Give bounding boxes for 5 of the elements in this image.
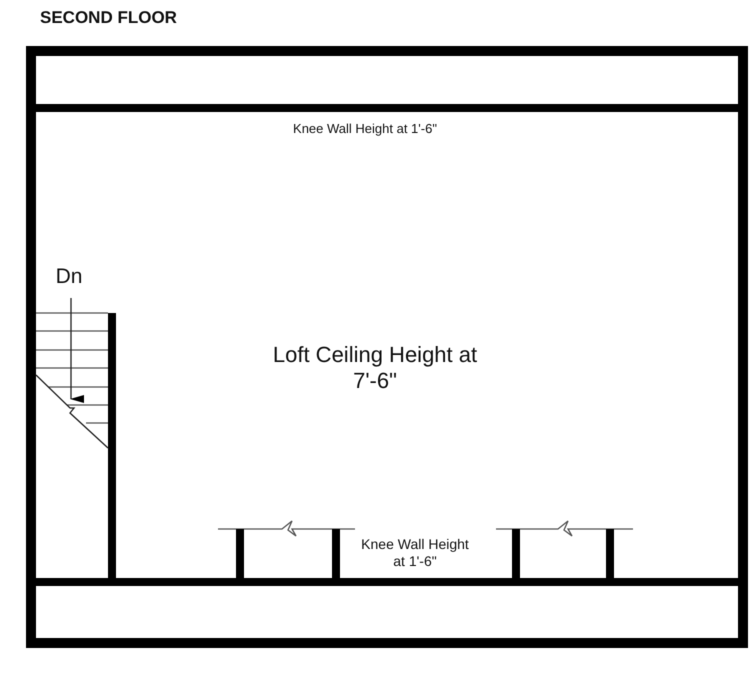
plan-title: SECOND FLOOR [40, 8, 177, 28]
room-label: Knee Wall Height at 1'-6" [292, 121, 438, 137]
stair-label: Dn [54, 264, 84, 290]
room-label: Loft Ceiling Height at 7'-6" [272, 342, 478, 395]
room-label: Knee Wall Height at 1'-6" [360, 536, 470, 570]
